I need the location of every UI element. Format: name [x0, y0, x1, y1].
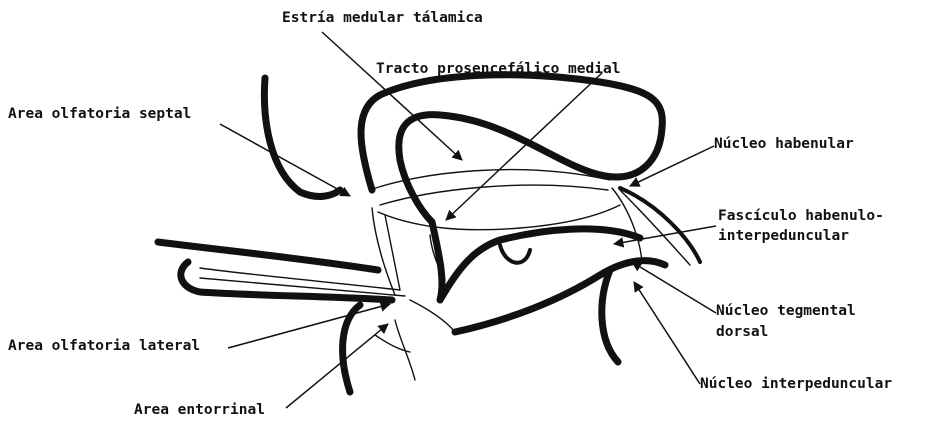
hippocampal-curve: [620, 188, 700, 262]
label-estria-medular: Estría medular tálamica: [282, 10, 483, 27]
olfactory-bulb-upper: [158, 242, 378, 270]
septal-contour: [264, 78, 340, 196]
label-fasciculo-line2: interpeduncular: [718, 228, 849, 245]
label-area-entorrinal: Area entorrinal: [134, 402, 265, 419]
hypothalamus-contour: [432, 222, 640, 300]
label-area-olfatoria-lateral: Area olfatoria lateral: [8, 338, 200, 355]
label-nucleo-interpeduncular: Núcleo interpeduncular: [700, 376, 892, 393]
label-nucleo-tegmental-line2: dorsal: [716, 324, 768, 341]
label-nucleo-habenular: Núcleo habenular: [714, 136, 854, 153]
leader-lines: [220, 32, 716, 408]
midbrain-contour: [455, 261, 665, 332]
mammillary-loop: [500, 245, 530, 263]
label-fasciculo-line1: Fascículo habenulo-: [718, 208, 884, 225]
label-nucleo-tegmental-line1: Núcleo tegmental: [716, 303, 856, 320]
brainstem-contour: [602, 270, 618, 362]
label-area-olfatoria-septal: Area olfatoria septal: [8, 106, 191, 123]
label-tracto-prosencefalico: Tracto prosencefálico medial: [376, 61, 620, 78]
corpus-callosum-contour: [361, 75, 662, 222]
